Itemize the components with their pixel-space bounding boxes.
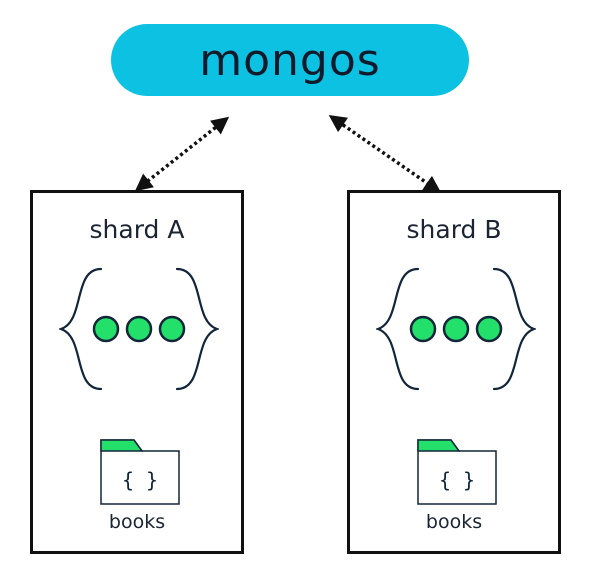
right-brace-icon [175, 267, 219, 391]
document-icon [376, 267, 536, 391]
folder-icon: { } [417, 439, 497, 505]
field-dot [475, 315, 503, 343]
left-brace-icon [59, 267, 103, 391]
mongos-router: mongos [111, 24, 469, 96]
field-dot [125, 315, 153, 343]
field-dot [158, 315, 186, 343]
left-brace-icon [376, 267, 420, 391]
arrow-mongos-shard-a [134, 116, 230, 192]
field-dot [92, 315, 120, 343]
shard-b-box: shard B { } books [347, 190, 561, 554]
collection-label: books [425, 511, 483, 533]
folder-icon: { } [100, 439, 180, 505]
shard-a-title: shard A [89, 215, 185, 244]
arrow-mongos-shard-b [328, 115, 442, 193]
shard-b-title: shard B [406, 215, 502, 244]
mongos-label: mongos [199, 34, 381, 86]
svg-text:{ }: { } [122, 468, 158, 492]
shard-a-box: shard A { } books [30, 190, 244, 554]
field-dot [409, 315, 437, 343]
field-dot [442, 315, 470, 343]
collection-label: books [108, 511, 166, 533]
right-brace-icon [492, 267, 536, 391]
svg-text:{ }: { } [439, 468, 475, 492]
document-icon [59, 267, 219, 391]
